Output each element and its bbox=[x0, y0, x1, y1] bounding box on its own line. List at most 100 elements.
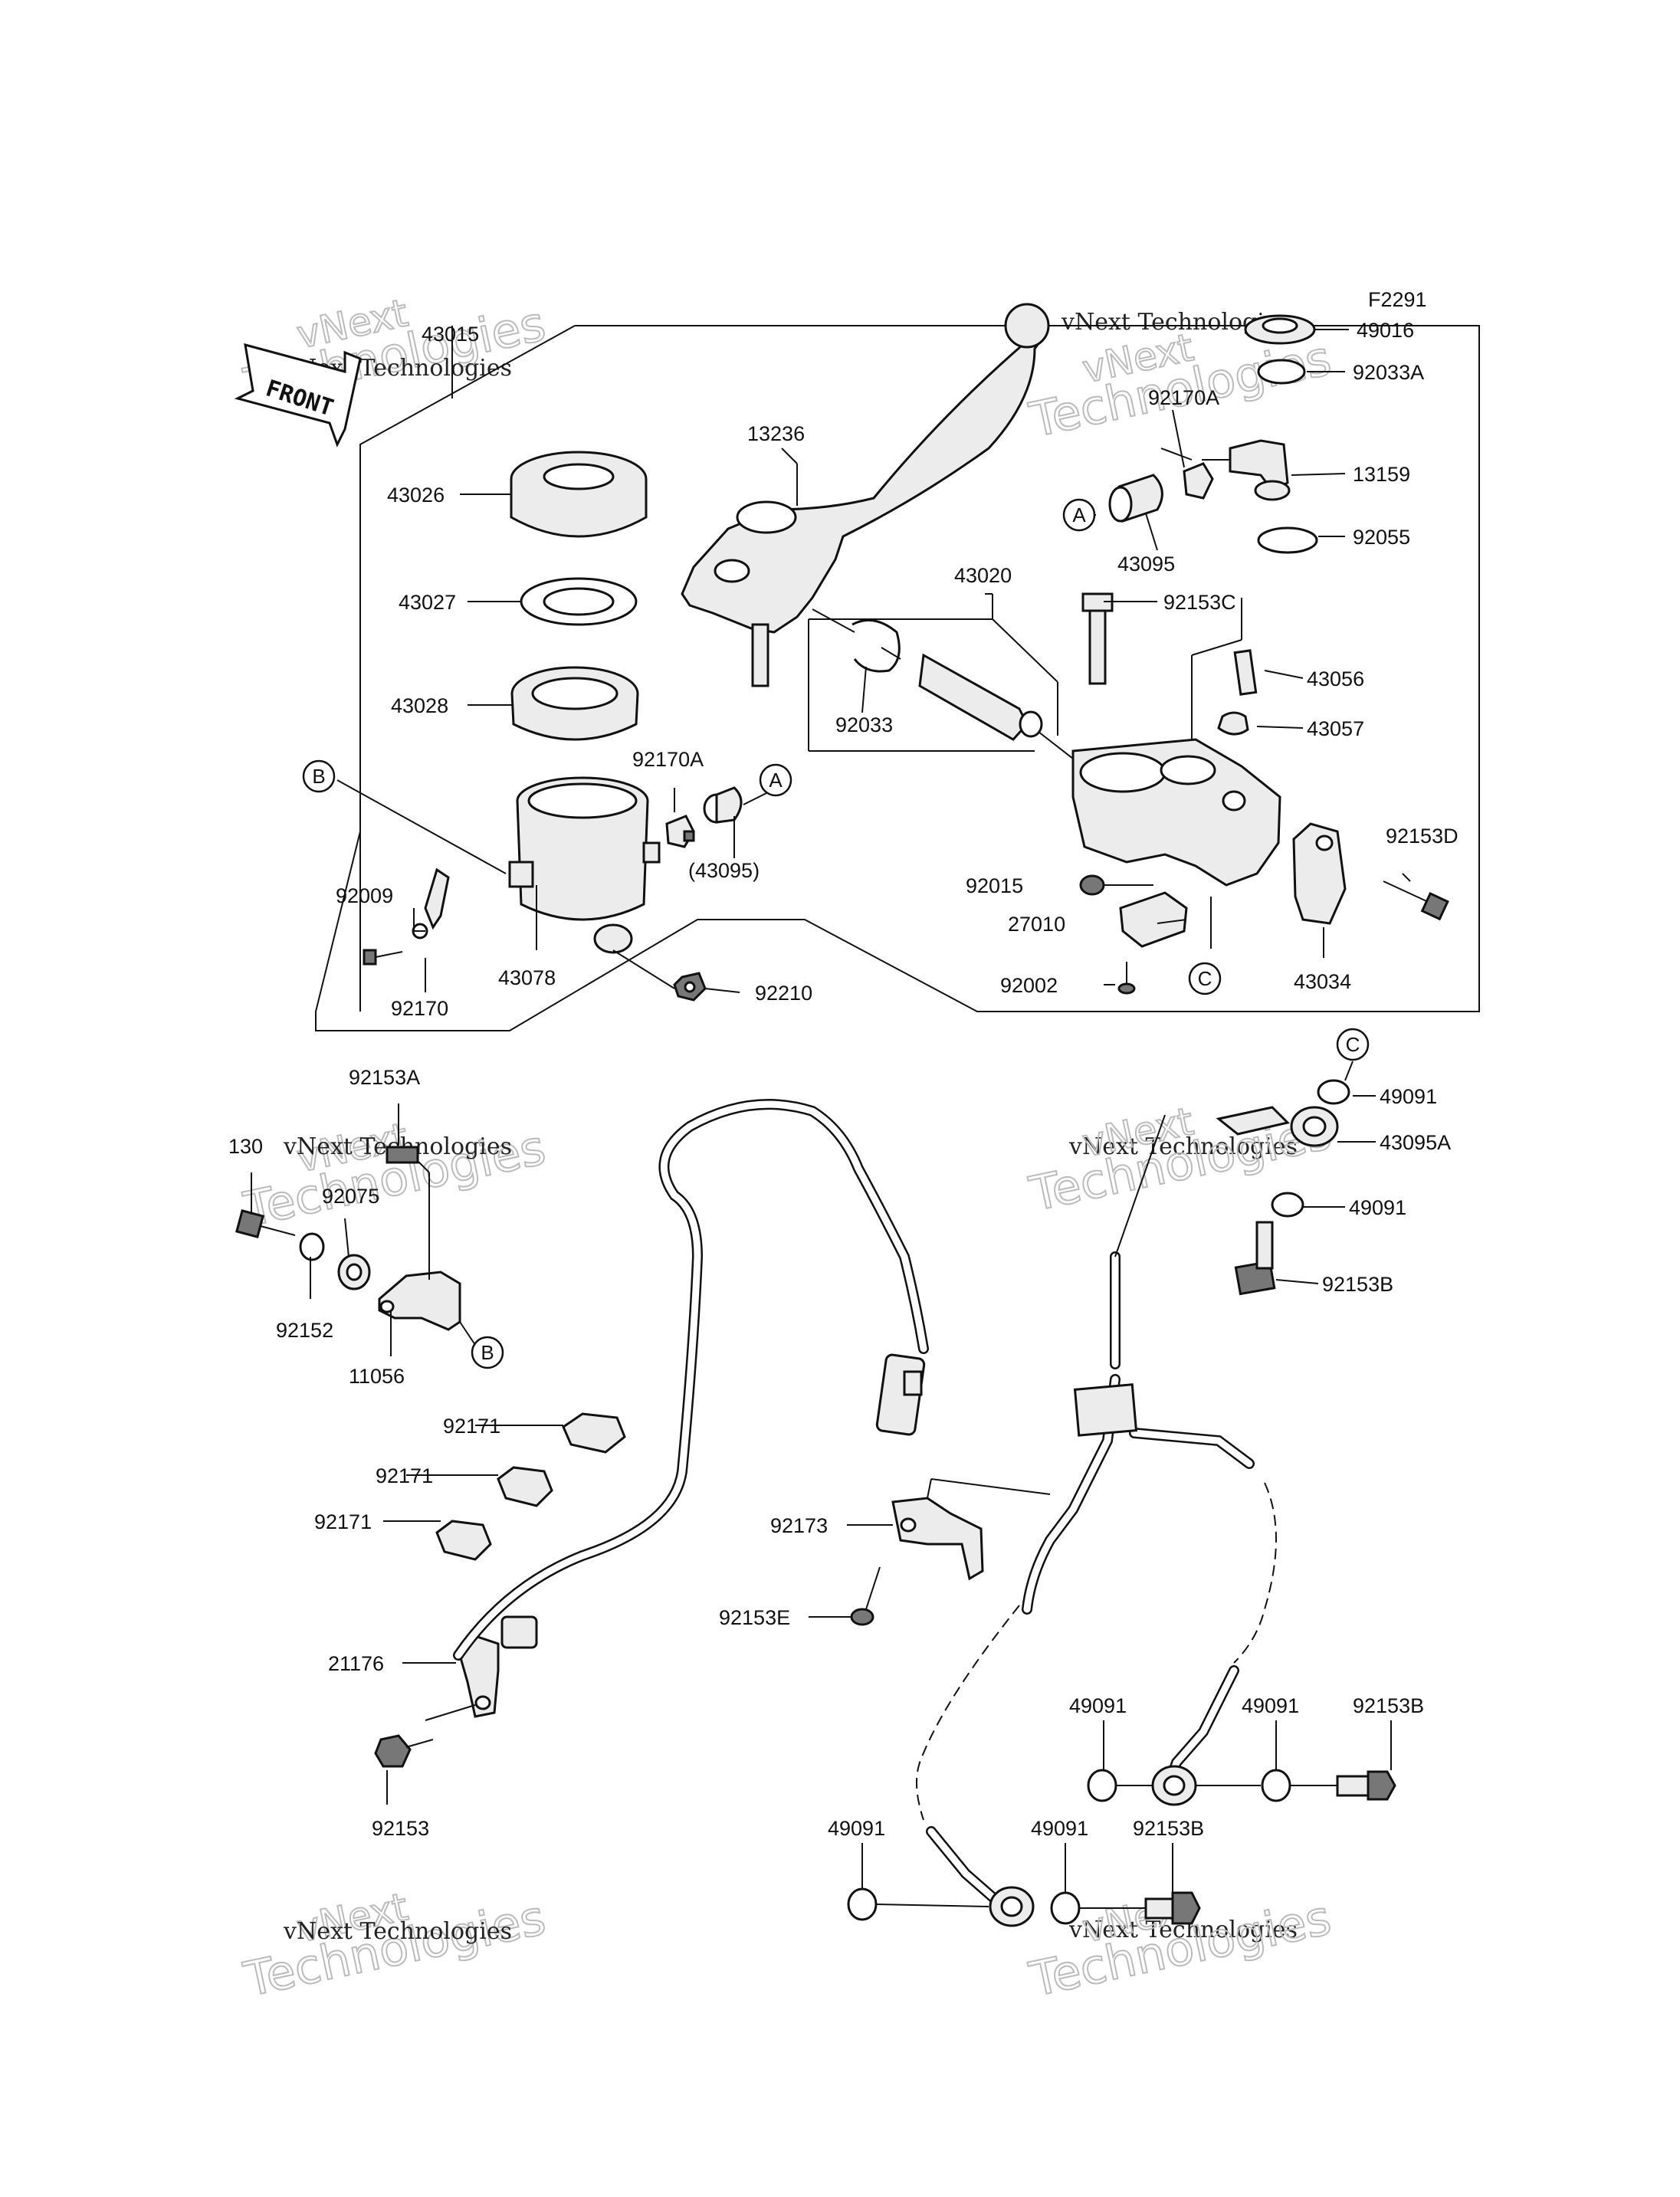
banjo-right bbox=[1151, 1765, 1197, 1806]
part-number: 49091 bbox=[1380, 1085, 1437, 1108]
part-number: 92171 bbox=[314, 1510, 372, 1533]
part-number: 43015 bbox=[422, 323, 479, 346]
part-number: 43028 bbox=[391, 694, 448, 717]
washer-92152 bbox=[299, 1232, 325, 1261]
circlip-92033A bbox=[1257, 359, 1306, 385]
brake-lever bbox=[681, 303, 1050, 687]
brake-hoses bbox=[916, 1251, 1277, 1906]
diaphragm-43028 bbox=[510, 666, 639, 741]
callout-A-right: A bbox=[1062, 498, 1096, 532]
bracket-92009 bbox=[412, 867, 450, 939]
master-cylinder-body bbox=[1071, 738, 1281, 887]
part-number: 92002 bbox=[1000, 974, 1058, 997]
callout-C-upper: C bbox=[1188, 962, 1222, 995]
bolt-92153E bbox=[850, 1566, 881, 1626]
part-number: 92153C bbox=[1163, 591, 1236, 614]
svg-text:A: A bbox=[769, 769, 783, 792]
part-number: 92153B bbox=[1133, 1817, 1204, 1840]
diaphragm-plate-43027 bbox=[520, 577, 638, 626]
bolt-92153D bbox=[1383, 880, 1449, 921]
part-number: 92009 bbox=[336, 884, 393, 907]
leader-lines-lower bbox=[251, 1061, 1392, 1909]
svg-text:B: B bbox=[481, 1341, 494, 1364]
sensor-connector bbox=[875, 1353, 926, 1436]
part-number: 92153B bbox=[1322, 1273, 1393, 1296]
part-number: 49091 bbox=[1031, 1817, 1088, 1840]
part-number: 49091 bbox=[1069, 1694, 1127, 1717]
leader-lines-upper bbox=[336, 326, 1411, 993]
part-number-labels: 43015 13236 43026 43027 43028 92170A (43… bbox=[228, 319, 1459, 1840]
bolt-92153B-top bbox=[1234, 1221, 1276, 1296]
bracket-92173 bbox=[891, 1497, 984, 1581]
part-number: 92171 bbox=[443, 1415, 500, 1438]
part-number: 92033 bbox=[835, 713, 893, 736]
hose-43095-left bbox=[703, 786, 743, 824]
part-number: 13159 bbox=[1353, 463, 1410, 486]
banjo-43095A bbox=[1216, 1106, 1339, 1147]
part-number: 49091 bbox=[1242, 1694, 1299, 1717]
nut-92210 bbox=[673, 972, 707, 1002]
part-number: 92170A bbox=[632, 748, 704, 771]
part-number: 43026 bbox=[387, 484, 445, 507]
svg-text:C: C bbox=[1198, 967, 1212, 990]
clamp-92170A-right bbox=[1183, 462, 1214, 500]
svg-text:A: A bbox=[1072, 503, 1086, 526]
bolt-130 bbox=[235, 1209, 296, 1238]
part-number: 92170 bbox=[391, 997, 448, 1020]
bolt-92153 bbox=[374, 1734, 434, 1768]
bracket-11056 bbox=[378, 1271, 461, 1331]
part-number: 49091 bbox=[1349, 1196, 1406, 1219]
part-number: 92152 bbox=[276, 1319, 333, 1342]
svg-text:C: C bbox=[1346, 1033, 1360, 1056]
part-number: 92075 bbox=[322, 1185, 379, 1208]
bolts-92153B-lower bbox=[1144, 1770, 1396, 1925]
part-number: 43056 bbox=[1307, 667, 1364, 690]
part-number: 43034 bbox=[1294, 970, 1351, 993]
figure-code: F2291 bbox=[1368, 288, 1427, 311]
elbow-13159 bbox=[1229, 439, 1291, 501]
bolt-92170 bbox=[363, 949, 403, 966]
bushing-92075 bbox=[337, 1254, 371, 1290]
cap-43057 bbox=[1217, 711, 1249, 736]
part-number: 92153 bbox=[372, 1817, 429, 1840]
reservoir-tank-43078 bbox=[508, 776, 661, 954]
ring-92055 bbox=[1257, 526, 1318, 554]
part-number: 92015 bbox=[966, 874, 1023, 897]
piston-kit-43020 bbox=[851, 618, 1043, 741]
bolt-92153A bbox=[386, 1146, 419, 1164]
clamp-43034 bbox=[1292, 822, 1347, 925]
part-number: 43078 bbox=[498, 966, 556, 989]
part-number: 43020 bbox=[954, 564, 1012, 587]
washer-49091-a bbox=[1317, 1079, 1350, 1105]
part-number: 92173 bbox=[770, 1514, 828, 1537]
callout-A-left: A bbox=[759, 763, 792, 797]
switch-27010 bbox=[1119, 891, 1188, 948]
part-number: 92055 bbox=[1353, 526, 1410, 549]
part-number: 92210 bbox=[755, 982, 812, 1005]
part-number: 43095A bbox=[1380, 1131, 1451, 1154]
svg-text:B: B bbox=[312, 765, 325, 788]
part-number: 92153D bbox=[1386, 825, 1459, 848]
watermark-text: vNext Technologies bbox=[1068, 1133, 1298, 1160]
screw-92002 bbox=[1117, 962, 1136, 995]
callout-C-lower: C bbox=[1336, 1028, 1370, 1061]
part-number: 92153B bbox=[1353, 1694, 1424, 1717]
washer-49091-b bbox=[1271, 1192, 1304, 1218]
hose-43095-right bbox=[1108, 474, 1163, 523]
part-number: 13236 bbox=[747, 422, 805, 445]
part-number: 11056 bbox=[349, 1365, 405, 1388]
part-number: 21176 bbox=[328, 1652, 384, 1675]
part-number: 43057 bbox=[1307, 717, 1364, 740]
part-number: 92153A bbox=[349, 1066, 420, 1089]
nut-92015 bbox=[1079, 874, 1105, 896]
front-arrow-icon: FRONT bbox=[234, 343, 362, 448]
part-number: 92170A bbox=[1148, 386, 1219, 409]
part-number: 43095 bbox=[1117, 553, 1175, 575]
reservoir-cap-43026 bbox=[510, 451, 648, 538]
callout-B-upper: B bbox=[302, 759, 336, 793]
part-number: 49091 bbox=[828, 1817, 885, 1840]
part-number: 130 bbox=[228, 1135, 263, 1158]
cap-49016 bbox=[1244, 314, 1316, 345]
bleeder-43056 bbox=[1233, 649, 1258, 696]
